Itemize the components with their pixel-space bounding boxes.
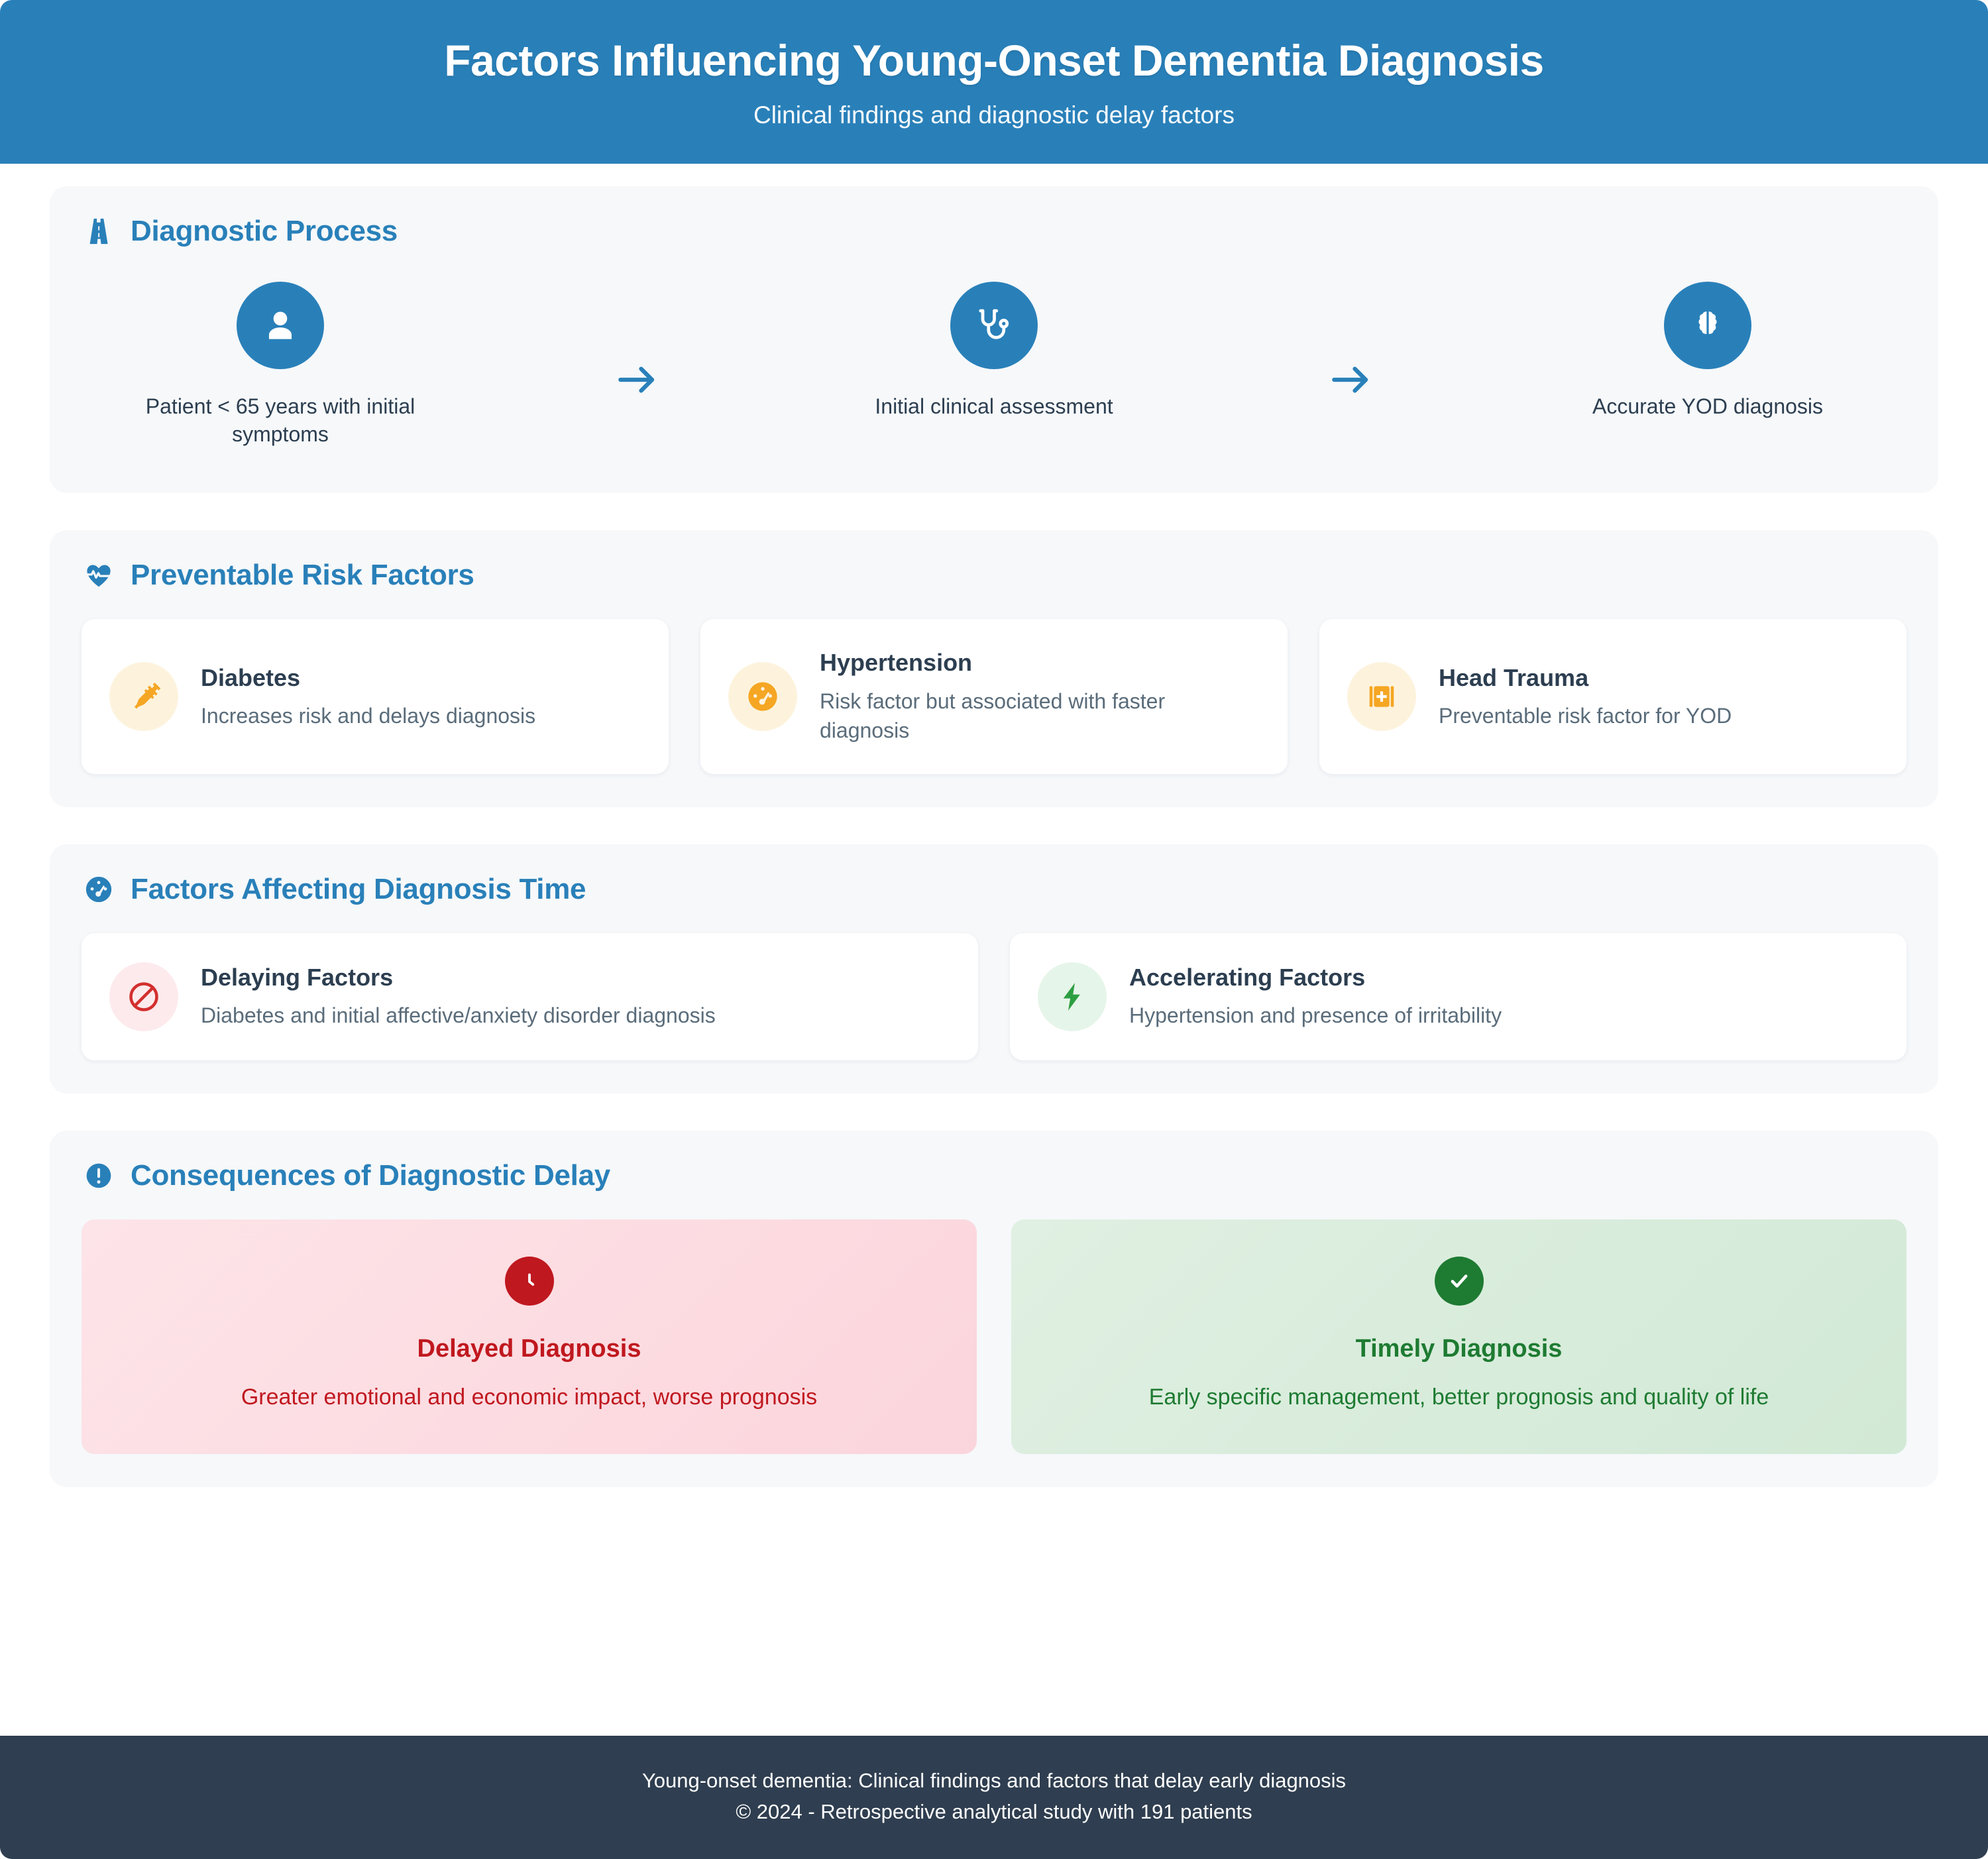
card-body: Diabetes Increases risk and delays diagn…: [201, 663, 641, 730]
card-description: Diabetes and initial affective/anxiety d…: [201, 1003, 716, 1028]
lightning-bolt-icon: [1038, 962, 1107, 1031]
section-title: Factors Affecting Diagnosis Time: [131, 872, 586, 905]
check-circle-icon: [1434, 1256, 1484, 1306]
heart-pulse-icon: [82, 558, 116, 592]
section-factors-affecting-diagnosis-time: Factors Affecting Diagnosis Time Delayin…: [50, 844, 1938, 1094]
page-body: Diagnostic Process Patient < 65 years wi…: [0, 164, 1988, 1736]
card-delaying-factors[interactable]: Delaying Factors Diabetes and initial af…: [82, 932, 978, 1060]
section-title: Preventable Risk Factors: [131, 559, 474, 592]
flow-step-patient: Patient < 65 years with initial symptoms: [95, 282, 466, 448]
footer-citation: Young-onset dementia: Clinical findings …: [641, 1768, 1347, 1792]
arrow-right-icon: [616, 362, 659, 398]
clock-icon: [504, 1256, 554, 1306]
card-timely-diagnosis[interactable]: Timely Diagnosis Early specific manageme…: [1011, 1219, 1906, 1454]
card-title: Head Trauma: [1439, 663, 1589, 691]
card-description: Hypertension and presence of irritabilit…: [1129, 1003, 1502, 1028]
section-title: Consequences of Diagnostic Delay: [131, 1158, 610, 1192]
card-body: Head Trauma Preventable risk factor for …: [1439, 663, 1879, 730]
card-body: Hypertension Risk factor but associated …: [820, 648, 1260, 745]
ban-icon: [109, 962, 178, 1031]
card-description: Risk factor but associated with faster d…: [820, 689, 1166, 742]
risk-factor-cards: Diabetes Increases risk and delays diagn…: [82, 619, 1906, 774]
exclamation-circle-icon: [82, 1158, 116, 1193]
card-description: Increases risk and delays diagnosis: [201, 703, 536, 728]
brain-icon: [1664, 282, 1751, 370]
flow-step-label: Accurate YOD diagnosis: [1592, 394, 1824, 419]
section-header: Diagnostic Process: [82, 214, 1906, 249]
page-subtitle: Clinical findings and diagnostic delay f…: [753, 101, 1235, 129]
card-accelerating-factors[interactable]: Accelerating Factors Hypertension and pr…: [1010, 932, 1906, 1060]
section-header: Consequences of Diagnostic Delay: [82, 1158, 1906, 1193]
flow-step-diagnosis: Accurate YOD diagnosis: [1522, 282, 1893, 421]
diagnosis-time-cards: Delaying Factors Diabetes and initial af…: [82, 932, 1906, 1060]
card-title: Delaying Factors: [201, 964, 394, 991]
card-title: Diabetes: [201, 663, 301, 691]
card-description: Early specific management, better progno…: [1148, 1384, 1769, 1410]
section-header: Factors Affecting Diagnosis Time: [82, 872, 1906, 907]
card-body: Delaying Factors Diabetes and initial af…: [201, 963, 950, 1030]
road-icon: [82, 214, 116, 249]
footer-copyright: © 2024 - Retrospective analytical study …: [736, 1799, 1252, 1823]
card-title: Timely Diagnosis: [1355, 1334, 1563, 1363]
flow-step-label: Initial clinical assessment: [875, 394, 1113, 419]
tachometer-icon: [82, 872, 116, 907]
card-title: Accelerating Factors: [1129, 964, 1366, 991]
card-description: Preventable risk factor for YOD: [1439, 703, 1732, 728]
card-description: Greater emotional and economic impact, w…: [241, 1384, 818, 1410]
consequence-cards: Delayed Diagnosis Greater emotional and …: [82, 1219, 1906, 1454]
page-header: Factors Influencing Young-Onset Dementia…: [0, 0, 1988, 164]
person-icon: [237, 282, 324, 370]
page-footer: Young-onset dementia: Clinical findings …: [0, 1735, 1988, 1859]
card-body: Accelerating Factors Hypertension and pr…: [1129, 963, 1879, 1030]
process-flow: Patient < 65 years with initial symptoms: [82, 275, 1906, 460]
arrow-right-icon: [1329, 362, 1373, 398]
section-diagnostic-process: Diagnostic Process Patient < 65 years wi…: [50, 186, 1938, 494]
first-aid-kit-icon: [1347, 662, 1416, 732]
syringe-icon: [109, 662, 178, 732]
page-title: Factors Influencing Young-Onset Dementia…: [444, 36, 1544, 85]
gauge-icon: [728, 662, 797, 732]
section-title: Diagnostic Process: [131, 215, 398, 248]
stethoscope-icon: [950, 282, 1038, 370]
section-preventable-risk-factors: Preventable Risk Factors Diabetes Increa…: [50, 530, 1938, 807]
flow-step-assessment: Initial clinical assessment: [808, 282, 1180, 421]
card-title: Delayed Diagnosis: [417, 1334, 641, 1363]
card-delayed-diagnosis[interactable]: Delayed Diagnosis Greater emotional and …: [82, 1219, 977, 1454]
card-head-trauma[interactable]: Head Trauma Preventable risk factor for …: [1319, 619, 1906, 774]
card-diabetes[interactable]: Diabetes Increases risk and delays diagn…: [82, 619, 669, 774]
section-consequences: Consequences of Diagnostic Delay Delayed…: [50, 1130, 1938, 1487]
card-hypertension[interactable]: Hypertension Risk factor but associated …: [700, 619, 1288, 774]
flow-step-label: Patient < 65 years with initial symptoms: [145, 394, 415, 446]
section-header: Preventable Risk Factors: [82, 558, 1906, 592]
card-title: Hypertension: [820, 649, 973, 677]
